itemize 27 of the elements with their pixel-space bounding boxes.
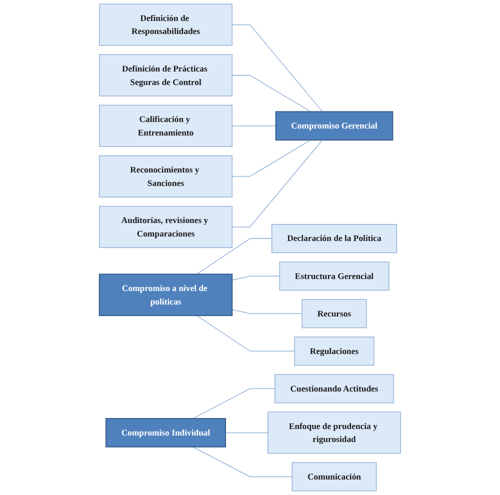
connector <box>196 238 272 275</box>
connector <box>225 432 268 434</box>
node-box: Declaración de la Política <box>271 224 398 254</box>
node-box: Cuestionando Actitudes <box>274 374 394 404</box>
node-box: Calificación y Entrenamiento <box>99 104 233 147</box>
node-box: Recursos <box>302 299 367 328</box>
node-box: Regulaciones <box>294 336 374 366</box>
connector <box>232 276 280 280</box>
connector <box>232 309 302 314</box>
node-box: Definición de Responsabilidades <box>99 4 233 46</box>
node-box: Compromiso a nivel de políticas <box>98 274 233 316</box>
connector <box>232 24 323 112</box>
connector <box>232 74 312 112</box>
connector <box>232 140 312 177</box>
node-box: Comunicación <box>292 462 377 492</box>
connector <box>192 388 276 419</box>
node-box: Compromiso Individual <box>106 418 226 448</box>
node-box: Reconocimientos y Sanciones <box>99 155 233 198</box>
node-box: Compromiso Gerencial <box>275 111 394 141</box>
node-box: Estructura Gerencial <box>279 262 390 291</box>
connector <box>232 140 323 228</box>
node-box: Definición de Prácticas Seguras de Control <box>99 54 233 96</box>
node-box: Enfoque de prudencia y rigurosidad <box>267 412 401 454</box>
node-box: Auditorías, revisiones y Comparaciones <box>99 206 233 248</box>
connector <box>196 315 295 352</box>
connector <box>232 125 276 126</box>
connector <box>192 446 293 478</box>
